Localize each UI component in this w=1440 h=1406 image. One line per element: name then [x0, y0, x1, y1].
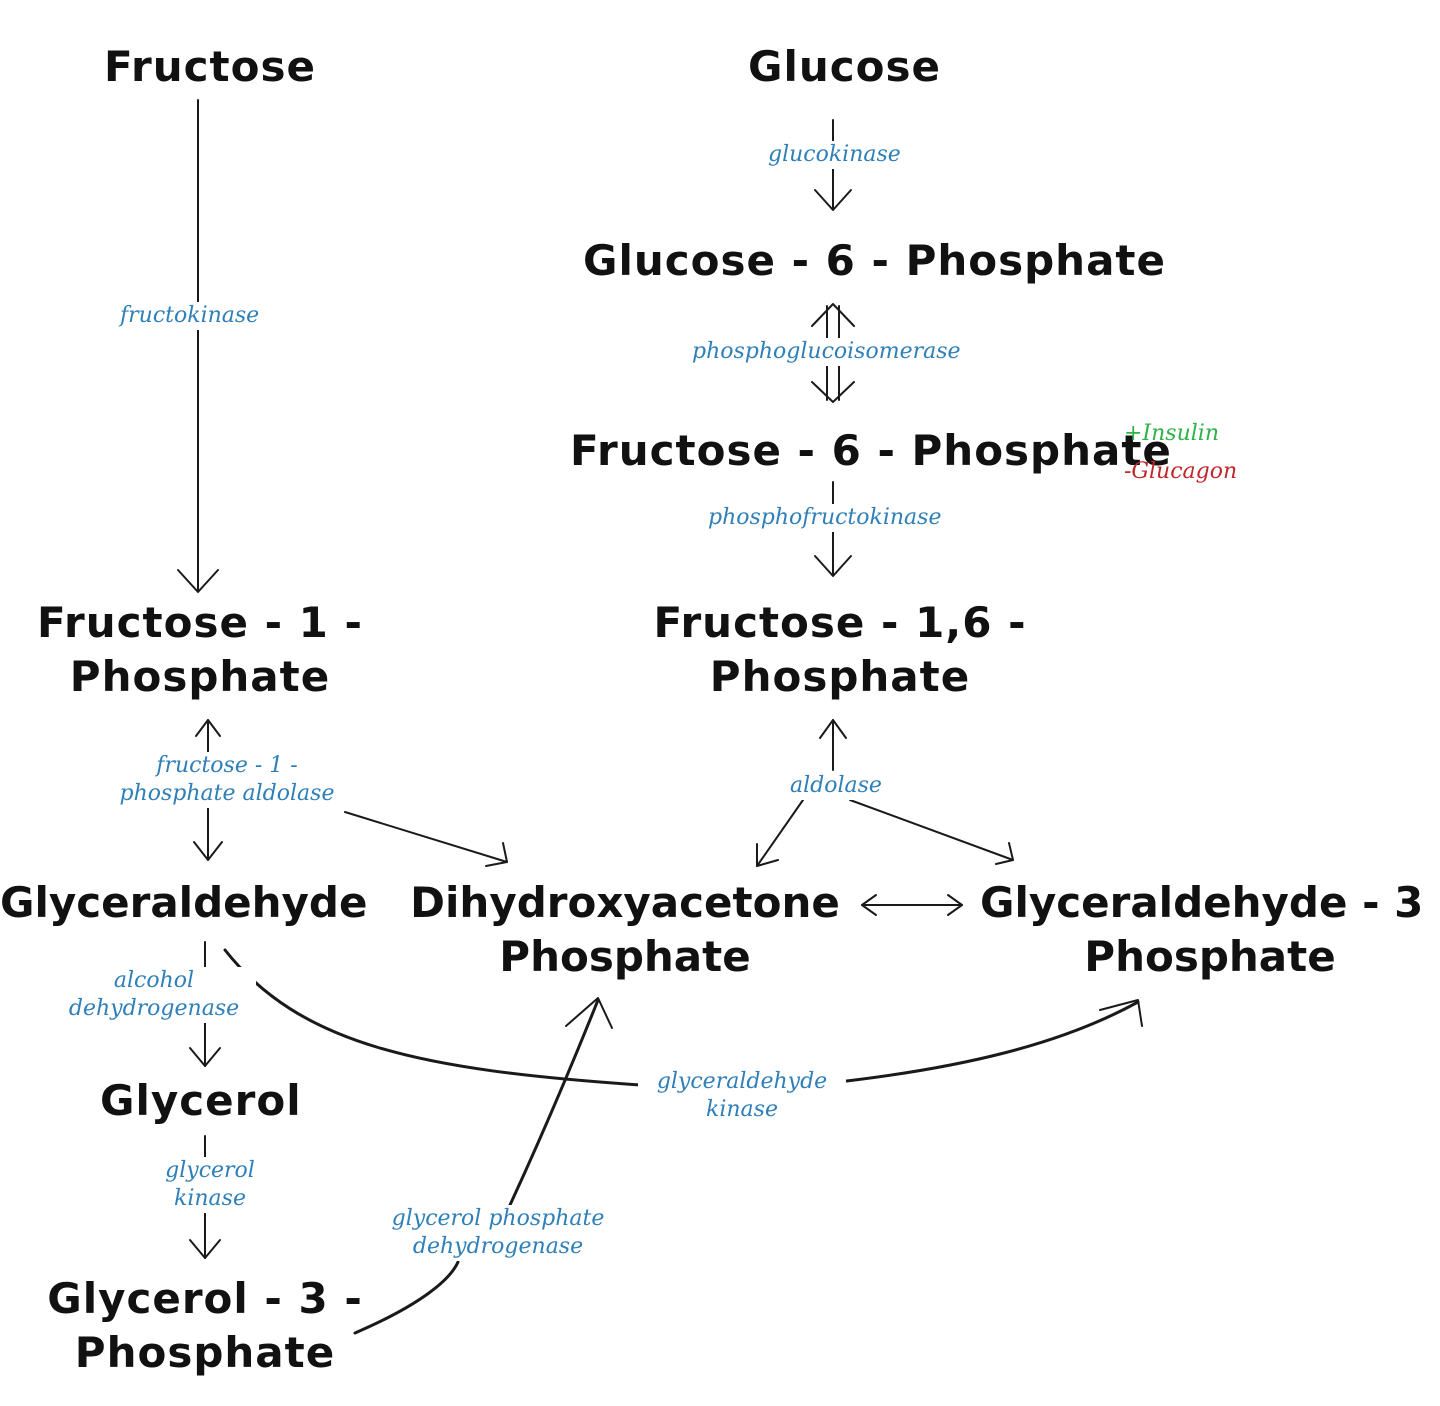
f1p-aldolase-line1: fructose - 1 - — [156, 753, 298, 778]
metabolite-fructose: Fructose — [104, 42, 316, 91]
enzyme-glycerol-kinase: glycerol kinase — [138, 1157, 282, 1213]
arrowhead-glyceraldehyde — [193, 841, 223, 861]
metabolite-fructose-6-phosphate: Fructose - 6 - Phosphate — [570, 426, 1172, 475]
glyceraldehyde-kinase-line2: kinase — [706, 1097, 778, 1122]
enzyme-phosphofructokinase: phosphofructokinase — [706, 504, 944, 532]
arrowhead-f6p-down — [811, 381, 855, 403]
dhap-line1: Dihydroxyacetone — [410, 878, 840, 927]
metabolite-glucose: Glucose — [748, 42, 942, 91]
enzyme-glycerol-phosphate-dehydrogenase: glycerol phosphate dehydrogenase — [368, 1205, 628, 1261]
arrowhead-g6p-up — [811, 303, 855, 327]
g3p-line1: Glyceraldehyde - 3 - — [980, 878, 1440, 927]
arrowhead-g3p-side — [947, 894, 963, 916]
arrowhead-dhap-side — [861, 894, 877, 916]
glycerol-kinase-line2: kinase — [174, 1186, 246, 1211]
metabolite-fructose-1-6-phosphate: Fructose - 1,6 - Phosphate — [630, 596, 1050, 704]
glycerol-3-phosphate-line1: Glycerol - 3 - — [47, 1274, 363, 1323]
metabolite-fructose-1-phosphate: Fructose - 1 - Phosphate — [10, 596, 390, 704]
metabolite-glucose-6-phosphate: Glucose - 6 - Phosphate — [583, 236, 1166, 285]
gpdh-line1: glycerol phosphate — [391, 1206, 605, 1231]
arrow-aldolase-to-g3p — [849, 799, 1014, 861]
enzyme-fructokinase: fructokinase — [118, 302, 262, 330]
dhap-line2: Phosphate — [499, 932, 751, 981]
metabolite-dihydroxyacetone-phosphate: Dihydroxyacetone Phosphate — [410, 876, 840, 984]
gpdh-line2: dehydrogenase — [412, 1234, 584, 1259]
enzyme-fructose-1-phosphate-aldolase: fructose - 1 - phosphate aldolase — [98, 752, 356, 808]
f16bp-line1: Fructose - 1,6 - — [653, 598, 1027, 647]
metabolite-glyceraldehyde-3-phosphate: Glyceraldehyde - 3 - Phosphate — [980, 876, 1440, 984]
enzyme-glucokinase: glucokinase — [766, 141, 903, 169]
regulation-activator-insulin: +Insulin — [1124, 421, 1219, 446]
arrowhead-glycerol — [189, 1047, 221, 1067]
metabolite-glycerol: Glycerol — [100, 1076, 302, 1125]
arrow-aldolase-to-dhap — [756, 799, 804, 867]
arrowhead-f1p-up — [195, 719, 221, 737]
metabolite-glyceraldehyde: Glyceraldehyde — [0, 878, 368, 927]
enzyme-alcohol-dehydrogenase: alcohol dehydrogenase — [52, 967, 256, 1023]
f1p-line2: Phosphate — [69, 652, 331, 701]
regulation-inhibitor-glucagon: -Glucagon — [1124, 459, 1238, 484]
arrow-f1p-to-dhap — [344, 811, 508, 863]
alcohol-dh-line1: alcohol — [113, 968, 195, 993]
enzyme-aldolase: aldolase — [788, 772, 884, 800]
arrowhead-f16bp — [814, 555, 852, 577]
glyceraldehyde-kinase-line1: glyceraldehyde — [656, 1069, 828, 1094]
f1p-aldolase-line2: phosphate aldolase — [119, 781, 335, 806]
f1p-line1: Fructose - 1 - — [37, 598, 363, 647]
g3p-line2: Phosphate — [1084, 932, 1336, 981]
arrowhead-f1p — [177, 569, 219, 593]
arrow-gpdh-curve — [353, 998, 600, 1335]
arrowhead-g3p-top — [995, 842, 1014, 865]
alcohol-dh-line2: dehydrogenase — [68, 996, 240, 1021]
arrowhead-g6p — [814, 189, 852, 211]
arrowhead-f16bp-up — [819, 719, 847, 739]
glycerol-kinase-line1: glycerol — [165, 1158, 255, 1183]
arrowhead-dhap-bottom — [565, 997, 613, 1029]
metabolite-glycerol-3-phosphate: Glycerol - 3 - Phosphate — [40, 1272, 370, 1380]
arrowhead-dhap-right — [756, 843, 779, 867]
arrowhead-dhap-left — [485, 842, 508, 867]
enzyme-phosphoglucoisomerase: phosphoglucoisomerase — [690, 338, 963, 366]
enzyme-glyceraldehyde-kinase: glyceraldehyde kinase — [638, 1068, 846, 1124]
arrowhead-g3p-bottom — [1099, 999, 1143, 1027]
glycerol-3-phosphate-line2: Phosphate — [74, 1328, 336, 1377]
f16bp-line2: Phosphate — [709, 652, 971, 701]
arrow-glyceraldehyde-kinase-curve — [223, 948, 1140, 1087]
arrowhead-glycerol-3-phosphate — [189, 1239, 221, 1259]
